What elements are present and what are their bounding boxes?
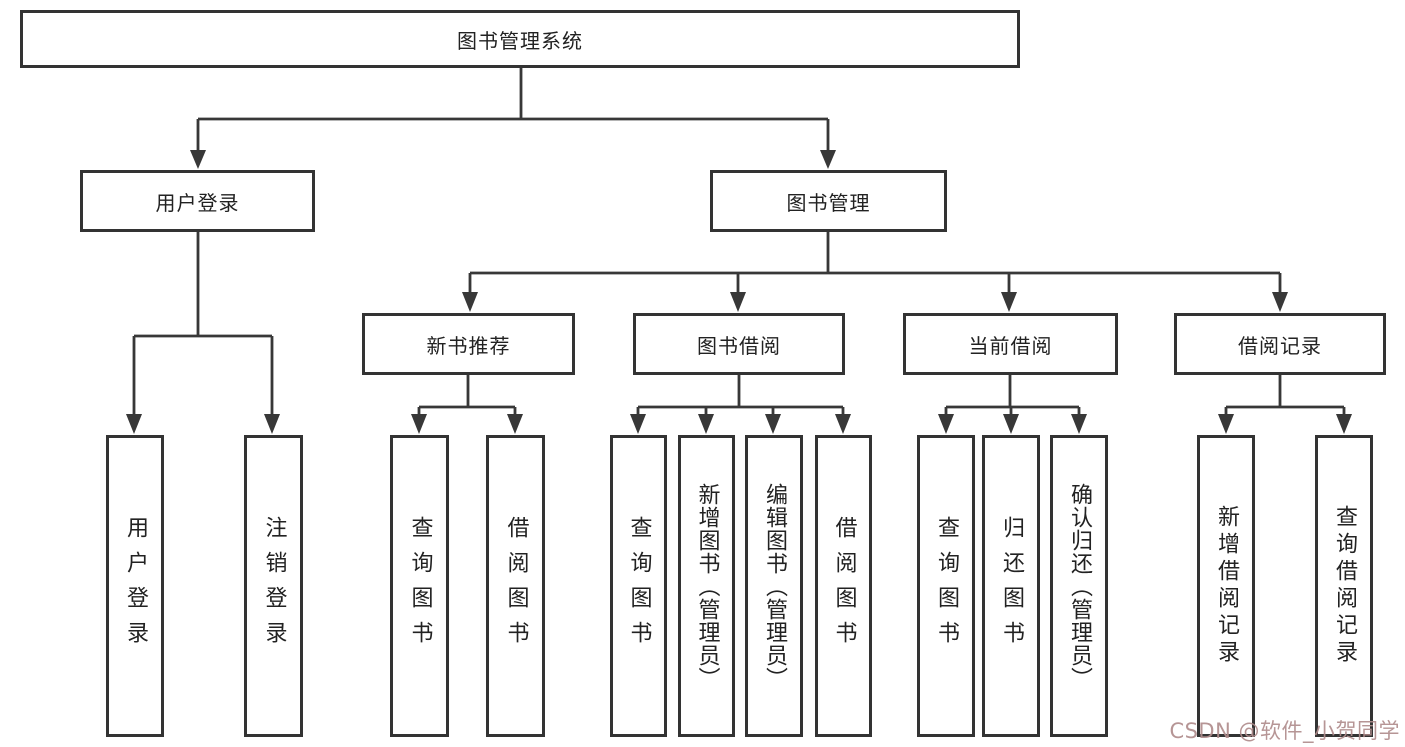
arrowheads — [126, 150, 1352, 434]
leaf-user-login: 用户登录 — [106, 435, 164, 737]
leaf-logout-label: 注销登录 — [261, 516, 287, 656]
leaf-query-books-3-label: 查询图书 — [934, 516, 959, 656]
leaf-add-borrow-record-label: 新增借阅记录 — [1214, 505, 1239, 667]
node-borrow-record: 借阅记录 — [1174, 313, 1386, 375]
node-root: 图书管理系统 — [20, 10, 1020, 68]
csdn-watermark: CSDN @软件_小贺同学 — [1169, 719, 1400, 743]
node-new-book-recommend: 新书推荐 — [362, 313, 575, 375]
leaf-user-login-label: 用户登录 — [123, 516, 148, 656]
leaf-query-borrow-record-label: 查询借阅记录 — [1332, 505, 1357, 667]
connector-user-login-branch — [132, 232, 274, 418]
leaf-query-books-1: 查询图书 — [390, 435, 449, 737]
leaf-query-books-3: 查询图书 — [917, 435, 975, 737]
leaf-borrow-books-2-label: 借阅图书 — [831, 516, 857, 656]
leaf-borrow-books-2: 借阅图书 — [815, 435, 872, 737]
node-borrow-record-label: 借阅记录 — [1238, 333, 1322, 358]
connector-root-branch — [196, 68, 830, 152]
node-user-login-label: 用户登录 — [155, 190, 240, 215]
node-book-management: 图书管理 — [710, 170, 947, 232]
node-current-borrow-label: 当前借阅 — [968, 333, 1053, 358]
node-book-management-label: 图书管理 — [786, 190, 871, 215]
leaf-add-books-admin-label: 新增图书（管理员） — [694, 482, 720, 690]
leaf-query-books-2: 查询图书 — [610, 435, 667, 737]
leaf-return-books-label: 归还图书 — [999, 516, 1024, 656]
node-user-login: 用户登录 — [80, 170, 315, 232]
leaf-confirm-return-admin-label: 确认归还（管理员） — [1067, 482, 1092, 690]
leaf-return-books: 归还图书 — [982, 435, 1040, 737]
connector-book-mgmt-branch — [468, 232, 1282, 296]
node-root-label: 图书管理系统 — [457, 28, 583, 53]
leaf-query-books-1-label: 查询图书 — [407, 516, 433, 656]
node-new-book-recommend-label: 新书推荐 — [426, 333, 511, 358]
connector-current-borrow-branch — [944, 375, 1081, 418]
leaf-query-books-2-label: 查询图书 — [626, 516, 652, 656]
connector-new-book-rec-branch — [417, 375, 517, 418]
node-current-borrow: 当前借阅 — [903, 313, 1118, 375]
node-book-borrow: 图书借阅 — [633, 313, 845, 375]
leaf-logout: 注销登录 — [244, 435, 303, 737]
leaf-edit-books-admin: 编辑图书（管理员） — [745, 435, 803, 737]
connector-book-borrow-branch — [636, 375, 845, 418]
node-book-borrow-label: 图书借阅 — [697, 333, 781, 358]
leaf-add-books-admin: 新增图书（管理员） — [678, 435, 735, 737]
connector-borrow-record-branch — [1224, 375, 1346, 418]
leaf-edit-books-admin-label: 编辑图书（管理员） — [762, 482, 787, 690]
leaf-add-borrow-record: 新增借阅记录 — [1197, 435, 1255, 737]
leaf-query-borrow-record: 查询借阅记录 — [1315, 435, 1373, 737]
leaf-confirm-return-admin: 确认归还（管理员） — [1050, 435, 1108, 737]
leaf-borrow-books-1: 借阅图书 — [486, 435, 545, 737]
leaf-borrow-books-1-label: 借阅图书 — [503, 516, 529, 656]
